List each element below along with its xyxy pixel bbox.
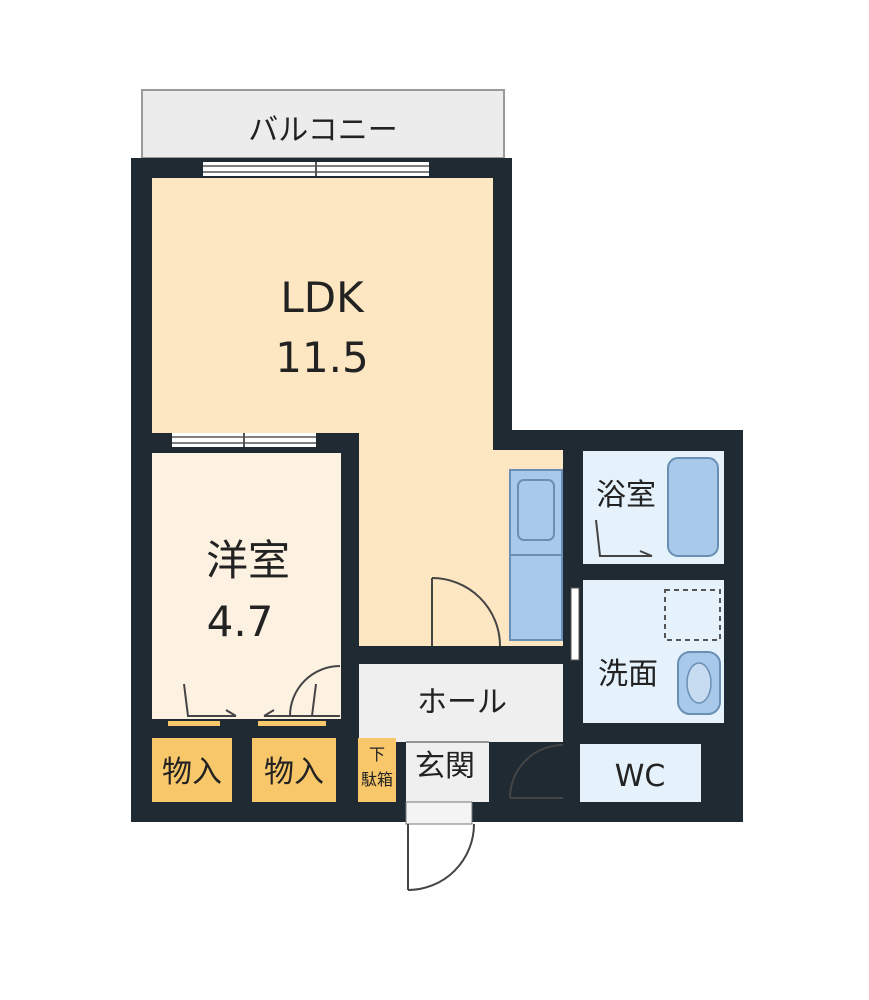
wc-door-icon bbox=[509, 744, 564, 799]
bathtub-icon bbox=[667, 457, 719, 557]
closet-1-label: 物入 bbox=[162, 755, 222, 790]
balcony-window bbox=[203, 162, 429, 176]
closet-1 bbox=[152, 738, 232, 802]
ldk-door-icon bbox=[431, 577, 501, 647]
closet-2-lintel bbox=[258, 721, 326, 726]
bedroom-window bbox=[172, 433, 316, 447]
closet-2 bbox=[252, 738, 336, 802]
hall-room bbox=[359, 664, 563, 742]
shoe-box-label-top: 下 bbox=[369, 745, 385, 764]
shoe-box bbox=[358, 738, 396, 802]
washroom-label: 洗面 bbox=[598, 657, 658, 692]
washing-machine-space-icon bbox=[664, 589, 721, 641]
hall-label: ホール bbox=[417, 685, 507, 720]
wash-basin-bowl-icon bbox=[686, 662, 712, 704]
wc-label: WC bbox=[615, 759, 666, 794]
ldk-room bbox=[152, 178, 563, 646]
wash-sliding-door bbox=[570, 587, 580, 661]
bedroom-room bbox=[152, 453, 341, 719]
closet-door-icon bbox=[183, 683, 317, 717]
entrance-label: 玄関 bbox=[415, 749, 475, 784]
entrance-step bbox=[405, 801, 473, 825]
balcony-area bbox=[141, 89, 505, 159]
balcony-label: バルコニー bbox=[248, 113, 397, 148]
bath-door-icon bbox=[595, 519, 653, 557]
closet-1-lintel bbox=[168, 721, 220, 726]
ldk-size: 11.5 bbox=[275, 333, 369, 382]
bath-label: 浴室 bbox=[596, 478, 656, 513]
bath-wash-partition bbox=[583, 564, 724, 580]
shoe-box-label-bottom: 駄箱 bbox=[361, 770, 393, 789]
kitchen-sink-icon bbox=[517, 479, 555, 541]
closet-2-label: 物入 bbox=[264, 755, 324, 790]
entrance-door-icon bbox=[407, 823, 475, 891]
ldk-label: LDK bbox=[280, 273, 365, 322]
wc-room bbox=[580, 744, 701, 802]
bedroom-size: 4.7 bbox=[207, 597, 274, 646]
bedroom-label: 洋室 bbox=[206, 536, 290, 585]
entrance-room bbox=[406, 742, 489, 802]
